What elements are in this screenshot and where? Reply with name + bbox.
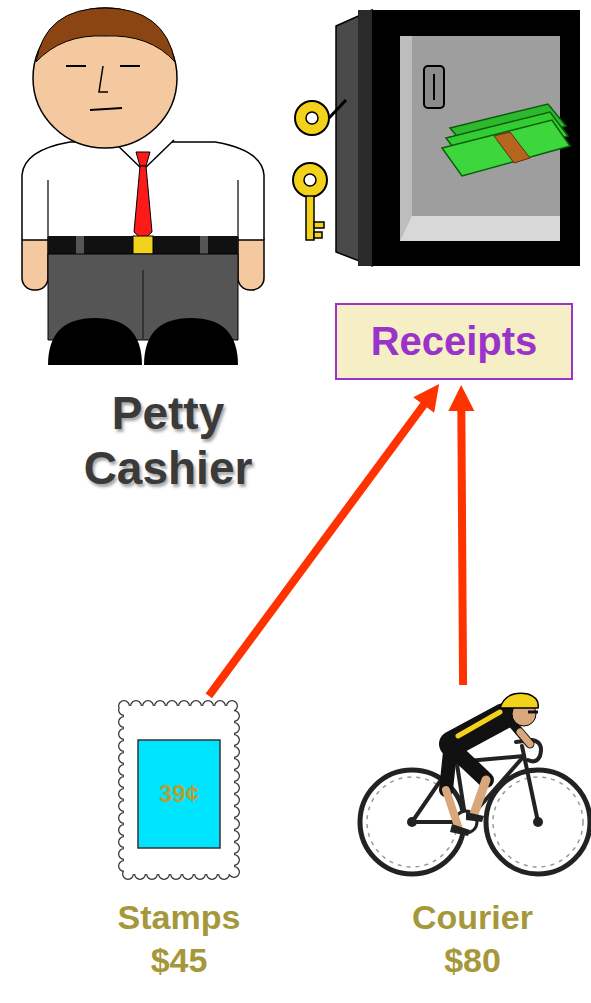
receipts-box: Receipts <box>335 303 573 380</box>
safe-illustration <box>293 10 580 266</box>
role-label: Petty Cashier <box>84 386 253 496</box>
flow-arrow <box>209 384 439 696</box>
stamp-node: 39¢Stamps $45 <box>118 700 240 880</box>
stamp-value: 39¢ <box>159 780 199 808</box>
arrow-shaft <box>461 409 463 685</box>
box-title: Receipts <box>371 319 538 364</box>
arrow-head <box>413 384 439 413</box>
flow-arrow <box>448 385 474 685</box>
item-label: Courier $80 <box>412 896 533 981</box>
arrow-head <box>448 385 474 411</box>
cyclist-illustration <box>360 693 590 874</box>
courier-node: Courier $80 <box>355 690 590 880</box>
stamp-illustration <box>124 706 234 874</box>
cashier-figure <box>22 8 264 365</box>
item-label: Stamps $45 <box>118 896 241 981</box>
